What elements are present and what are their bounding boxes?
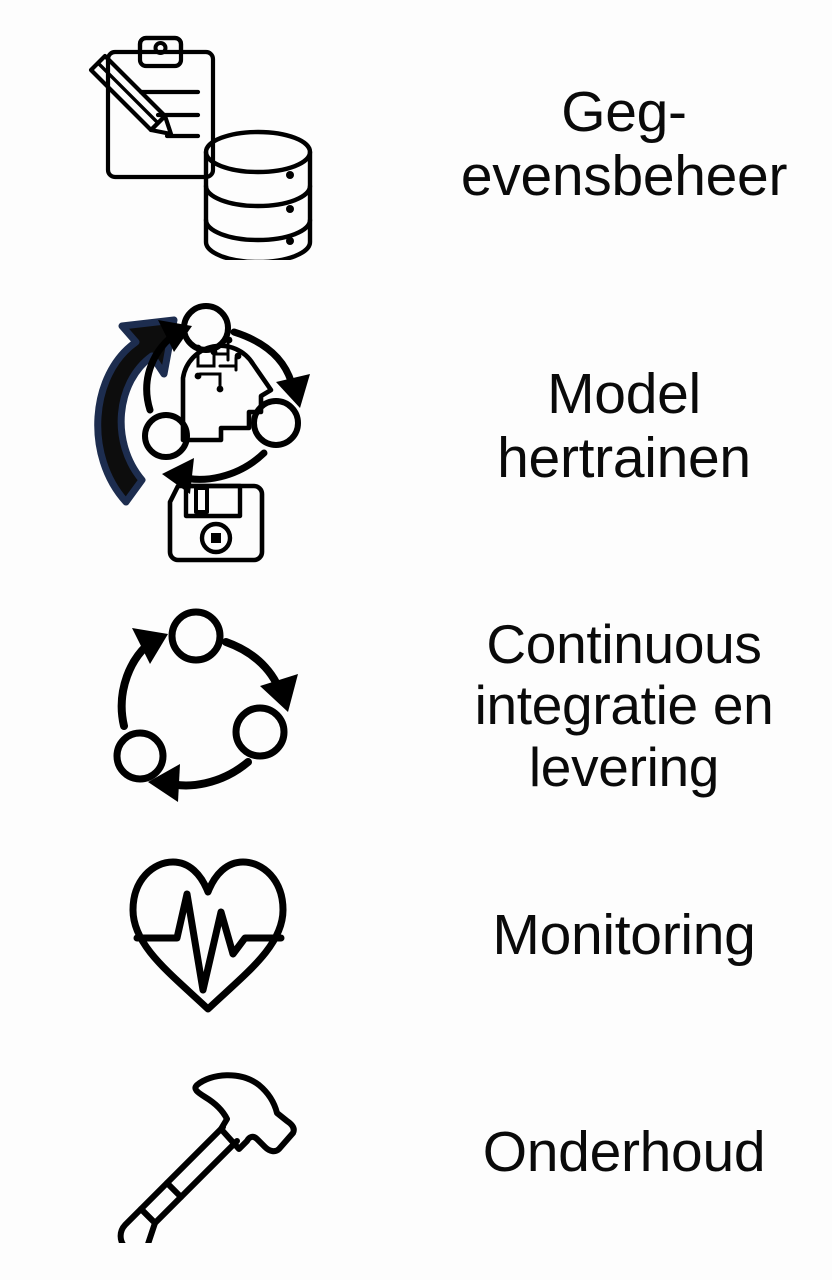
label-cell-onderhoud: Onderhoud — [416, 1120, 832, 1185]
item-label: Model hertrainen — [497, 362, 751, 490]
item-label: Monitoring — [492, 903, 756, 968]
ci-cd-cycle-icon — [0, 604, 416, 809]
label-cell-monitoring: Monitoring — [416, 903, 832, 968]
list-item-monitoring: Monitoring — [0, 846, 832, 1026]
hammer-icon — [0, 1063, 416, 1243]
label-cell-ci-cd: Continuous integratie en levering — [416, 612, 832, 799]
item-label: Onderhoud — [482, 1120, 766, 1185]
item-label: Continuous integratie en levering — [474, 612, 774, 798]
list-item-model-hertrainen: Model hertrainen — [0, 282, 832, 572]
refresh-arrow-icon — [94, 316, 178, 505]
heart-pulse-icon — [0, 854, 416, 1019]
item-label: Geg- evensbeheer — [460, 80, 788, 208]
label-cell-model-hertrainen: Model hertrainen — [416, 362, 832, 491]
model-retrain-cycle-icon — [0, 290, 416, 565]
list-item-gegevensbeheer: Geg- evensbeheer — [0, 20, 832, 270]
list-item-ci-cd: Continuous integratie en levering — [0, 596, 832, 816]
label-cell-gegevensbeheer: Geg- evensbeheer — [416, 80, 832, 209]
clipboard-database-icon — [0, 30, 416, 260]
list-item-onderhoud: Onderhoud — [0, 1058, 832, 1248]
